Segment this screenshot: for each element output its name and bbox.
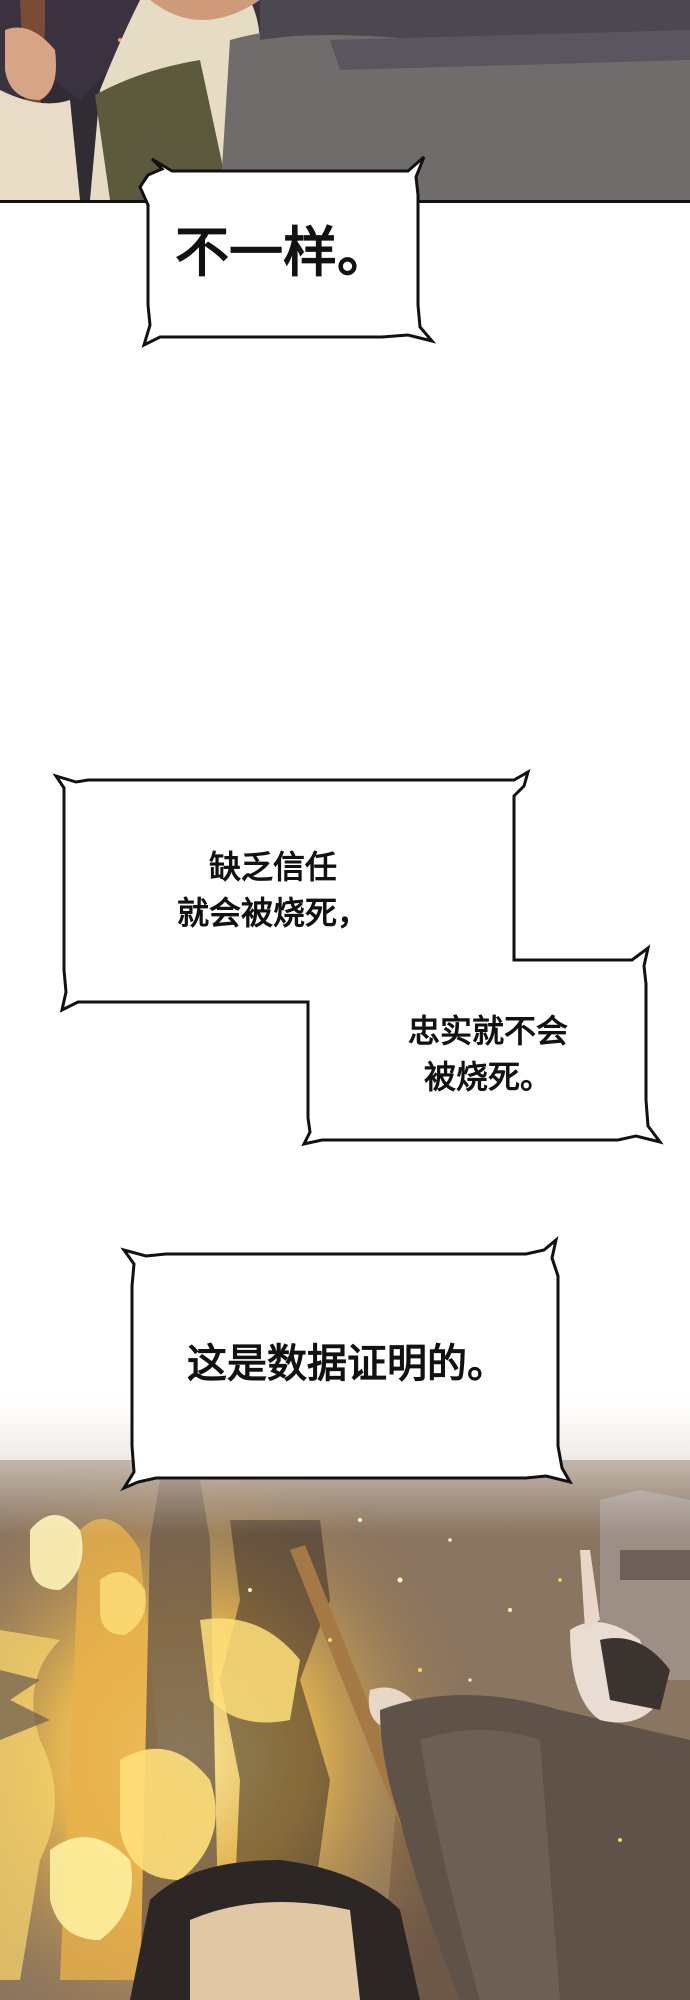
bubble-bottom-shape [120,1236,574,1492]
speech-bubble-middle: 缺乏信任 就会被烧死， 忠实就不会 被烧死。 [52,768,664,1148]
bottom-artwork-panel [0,1380,690,2000]
bubble-middle-line-3: 忠实就不会 [407,1012,568,1050]
bubble-top-shape [138,155,437,348]
bubble-middle-text-2: 忠实就不会 被烧死。 [358,1008,618,1100]
speech-bubble-top: 不一样。 [138,155,437,348]
bottom-illustration [0,1380,690,2000]
bubble-middle-shape [52,768,664,1147]
bubble-middle-line-1: 缺乏信任 [208,848,337,886]
bubble-top-text: 不一样。 [175,221,391,284]
bubble-bottom-text: 这是数据证明的。 [187,1341,507,1387]
bubble-middle-line-2: 就会被烧死， [176,894,369,932]
top-illustration [0,0,690,200]
speech-bubble-bottom: 这是数据证明的。 [120,1236,574,1492]
bubble-middle-text-1: 缺乏信任 就会被烧死， [158,844,388,936]
bubble-middle-line-4: 被烧死。 [423,1058,552,1096]
top-artwork-panel [0,0,690,203]
